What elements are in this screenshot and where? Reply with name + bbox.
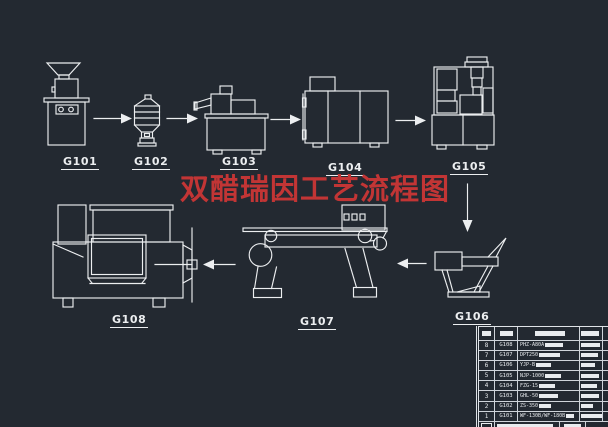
table-row: 1 G101 WF-130B/WF-180B 1 <box>479 411 608 422</box>
flow-arrow-g101-g102 <box>93 113 132 124</box>
table-outer-border <box>476 326 477 427</box>
table-row: 8 G108 PHZ-A80A 1 <box>479 340 608 351</box>
table-row: 5 G105 NJP-1000 1 <box>479 371 608 382</box>
table-row: 4 G104 FZG-15 1 <box>479 381 608 392</box>
flow-arrow-g106-g107 <box>397 258 427 269</box>
label-g106: G106 <box>453 310 492 325</box>
machine-g102-drawing <box>133 94 161 147</box>
label-g107: G107 <box>298 315 337 330</box>
flow-arrow-g102-g103 <box>166 113 198 124</box>
machine-g104-drawing <box>301 76 389 148</box>
flow-arrow-g103-g104 <box>270 114 301 125</box>
label-g105: G105 <box>450 160 489 175</box>
label-g102: G102 <box>132 155 171 170</box>
flow-arrow-g105-g106 <box>462 183 473 232</box>
table-row: 2 G102 ZS-350 1 <box>479 401 608 412</box>
table-row: 3 G103 GHL-50 1 <box>479 391 608 402</box>
machine-g106-drawing <box>434 237 507 298</box>
label-g101: G101 <box>61 155 100 170</box>
machine-g105-drawing <box>431 56 495 150</box>
equipment-table: 8 G108 PHZ-A80A 1 7 G107 DPT250 1 6 G106… <box>476 326 608 427</box>
label-g108: G108 <box>110 313 149 328</box>
machine-g108-drawing <box>52 204 198 308</box>
machine-g101-drawing <box>43 62 90 146</box>
table-row: 6 G106 YJP-B 1 <box>479 360 608 372</box>
machine-g107-drawing <box>242 204 388 299</box>
label-g104: G104 <box>326 161 365 176</box>
flow-arrow-g107-g108 <box>203 259 236 270</box>
drawing-title: 双醋瑞因工艺流程图 <box>180 172 451 206</box>
label-g103: G103 <box>220 155 259 170</box>
table-row: 7 G107 DPT250 1 <box>479 350 608 361</box>
flow-arrow-g104-g105 <box>395 115 426 126</box>
titleblock-row <box>479 422 608 427</box>
table-header-row <box>479 327 608 341</box>
machine-g103-drawing <box>193 85 269 155</box>
